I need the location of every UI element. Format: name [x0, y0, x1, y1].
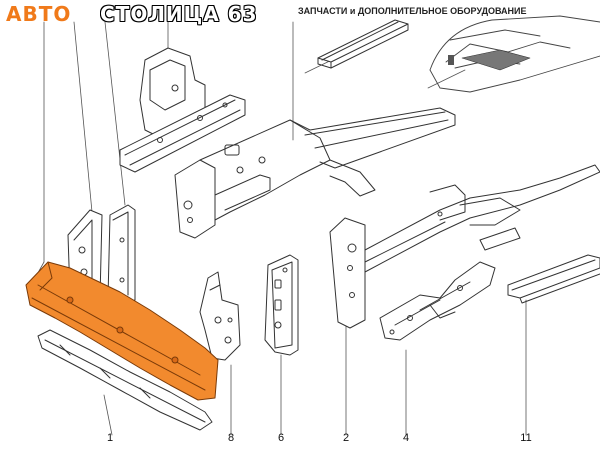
- part-label-11: 11: [520, 432, 532, 444]
- bumper-beam-highlighted: [25, 261, 219, 401]
- upper-sill-rail: [317, 19, 409, 69]
- part-label-6: 6: [277, 432, 285, 444]
- brand-subtitle: ЗАПЧАСТИ и ДОПОЛНИТЕЛЬНОЕ ОБОРУДОВАНИЕ: [298, 6, 527, 16]
- frame-rail-upper: [174, 107, 456, 239]
- upright-bracket-6: [264, 254, 299, 356]
- reinforcement-inner: [379, 261, 496, 341]
- frame-rail-lower: [329, 164, 600, 329]
- part-label-4: 4: [402, 432, 410, 444]
- bracket-8: [199, 271, 241, 361]
- brand-name-part1: АВТО: [6, 2, 72, 26]
- part-label-1: 1: [106, 432, 114, 444]
- part-label-2: 2: [342, 432, 350, 444]
- apron-bracket-upper: [119, 47, 246, 173]
- brand-name-part2: СТОЛИЦА 63: [100, 2, 258, 26]
- bumper-absorber-lower: [37, 329, 213, 431]
- lower-sill-rail: [507, 254, 600, 304]
- car-silhouette: [429, 15, 600, 93]
- part-label-8: 8: [227, 432, 235, 444]
